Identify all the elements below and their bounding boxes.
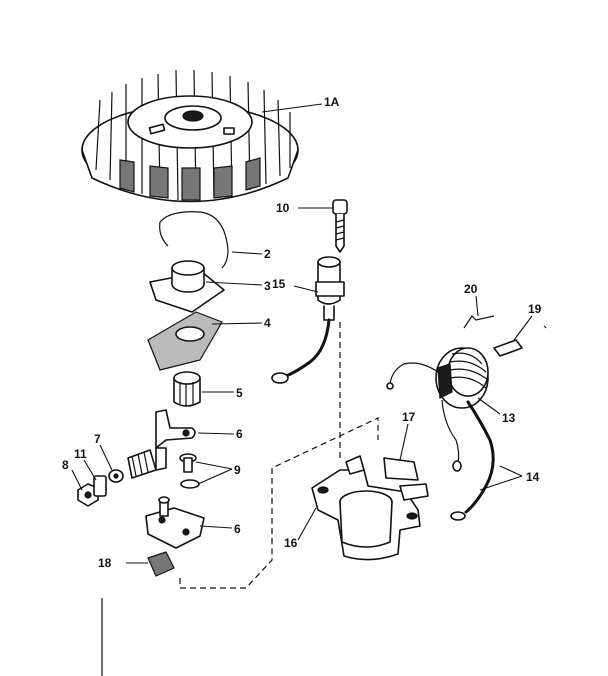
label-20: 20 [464,282,478,296]
label-15: 15 [272,277,286,291]
cam-plate [149,260,225,313]
label-14: 14 [526,470,540,484]
mounting-screw [332,199,348,253]
label-3: 3 [264,279,271,293]
spring-clip [159,211,229,269]
wire-clip [463,315,495,329]
dust-gasket [147,311,223,371]
label-6-lower: 6 [234,522,241,536]
terminal-nut [77,483,99,507]
label-2: 2 [264,247,271,261]
breaker-plate [145,496,205,549]
label-10: 10 [276,201,290,215]
arm-spring [127,449,157,479]
label-17: 17 [402,410,416,424]
coil-leads [441,399,495,521]
terminal-washer [108,469,124,483]
flywheel [81,69,299,203]
felt-wiper [147,551,175,577]
label-8: 8 [62,458,69,472]
label-5: 5 [236,386,243,400]
label-11: 11 [74,447,87,461]
leader-lines [71,103,547,564]
label-16: 16 [284,536,298,550]
label-18: 18 [98,556,112,570]
ground-clip [493,339,523,357]
label-13: 13 [502,411,516,425]
breaker-arm [155,409,196,471]
label-9: 9 [234,463,241,477]
insulator-washer [93,475,107,497]
condenser [271,256,345,384]
callout-labels: 1A 2 3 4 5 6 7 8 9 11 6 18 10 15 16 17 1… [62,95,542,570]
coil-bracket [311,455,429,561]
label-6-upper: 6 [236,427,243,441]
screw-and-washer [179,453,200,489]
ignition-coil [386,347,489,409]
assembly-line [179,544,273,589]
cam-bushing [173,371,201,407]
label-4: 4 [264,316,271,330]
assembly-line-upper [271,322,379,544]
label-1a: 1A [324,95,340,109]
label-19: 19 [528,302,542,316]
label-7: 7 [94,432,101,446]
